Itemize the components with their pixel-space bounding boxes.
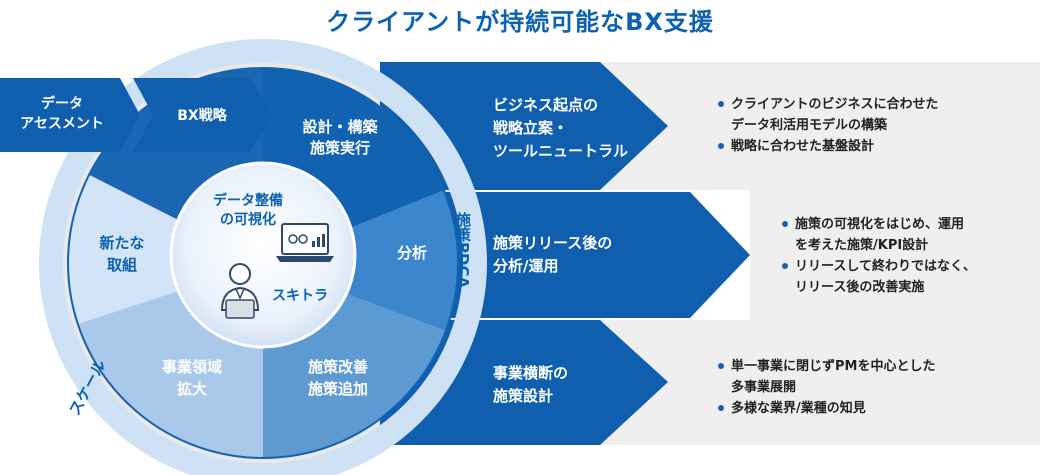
- cycle-new-line2: 取組: [107, 256, 137, 274]
- cycle-improve-line1: 施策改善: [308, 358, 368, 376]
- person-icon: [220, 263, 260, 319]
- center-skill-label: スキトラ: [272, 288, 328, 304]
- cycle-expand-line2: 拡大: [177, 380, 207, 398]
- bullet-line: データ利活用モデルの構築: [731, 118, 888, 133]
- cycle-design-line1: 設計・構築: [302, 118, 378, 136]
- bullet-line: 多事業展開: [731, 380, 797, 395]
- row3-bullet-1: 単一事業に閉じずPMを中心とした多事業展開: [718, 356, 935, 398]
- cycle-new-line1: 新たな: [99, 234, 144, 252]
- row3-bullet-2: 多様な業界/業種の知見: [718, 398, 935, 419]
- center-core: [169, 161, 357, 349]
- center-visualize-line1: データ整備: [213, 192, 283, 209]
- wheel-rim: [67, 67, 459, 459]
- row2-details: 施策の可視化をはじめ、運用を考えた施策/KPI設計 リリースして終わりではなく、…: [782, 214, 976, 298]
- pdca-ring: [39, 39, 487, 475]
- bullet-line: クライアントのビジネスに合わせた: [731, 97, 939, 112]
- row1-details: クライアントのビジネスに合わせたデータ利活用モデルの構築 戦略に合わせた基盤設計: [718, 94, 938, 157]
- laptop-icon: [276, 223, 334, 262]
- row2-heading-line2: 分析/運用: [493, 257, 558, 275]
- page-title: クライアントが持続可能なBX支援: [326, 8, 714, 36]
- cycle-design-line2: 施策実行: [310, 139, 370, 157]
- bullet-line: 単一事業に閉じずPMを中心とした: [731, 359, 936, 374]
- row1-heading-line3: ツールニュートラル: [493, 142, 628, 160]
- row3-heading-line2: 施策設計: [493, 387, 553, 405]
- pdca-ring-label: 施策PDCA: [454, 211, 472, 288]
- flow-step1-line2: アセスメント: [20, 116, 104, 132]
- flow-step2-label: BX戦略: [177, 107, 227, 124]
- row1-heading-line2: 戦略立案・: [493, 119, 568, 137]
- bullet-line: を考えた施策/KPI設計: [795, 238, 929, 253]
- row3-heading-line1: 事業横断の: [493, 364, 568, 382]
- flow-step2-chevron: [133, 78, 272, 152]
- flow-step1-chevron: [0, 78, 140, 152]
- cycle-expand-line1: 事業領域: [162, 358, 222, 376]
- row2-heading-line1: 施策リリース後の: [493, 234, 612, 252]
- flow-step1-line1: データ: [41, 95, 83, 112]
- row2-band: [750, 190, 1040, 320]
- bullet-line: 多様な業界/業種の知見: [731, 401, 866, 416]
- center-visualize-line2: の可視化: [220, 211, 276, 228]
- row1-bullet-1: クライアントのビジネスに合わせたデータ利活用モデルの構築: [718, 94, 938, 136]
- row1-heading-line1: ビジネス起点の: [493, 96, 598, 114]
- bullet-line: 戦略に合わせた基盤設計: [731, 139, 875, 154]
- row2-bullet-1: 施策の可視化をはじめ、運用を考えた施策/KPI設計: [782, 214, 976, 256]
- row1-band: [600, 62, 1040, 190]
- bullet-line: 施策の可視化をはじめ、運用: [795, 217, 965, 232]
- row1-bullet-2: 戦略に合わせた基盤設計: [718, 136, 938, 157]
- segment-analysis: [263, 180, 458, 340]
- row2-bullet-2: リリースして終わりではなく、リリース後の改善実施: [782, 256, 976, 298]
- cycle-improve-line2: 施策追加: [308, 380, 368, 398]
- row3-band: [600, 320, 1040, 445]
- cycle-analysis-label: 分析: [397, 244, 427, 262]
- segment-new: [68, 160, 263, 330]
- row3-details: 単一事業に閉じずPMを中心とした多事業展開 多様な業界/業種の知見: [718, 356, 935, 419]
- bullet-line: リリースして終わりではなく、: [795, 259, 976, 274]
- bullet-line: リリース後の改善実施: [795, 280, 925, 295]
